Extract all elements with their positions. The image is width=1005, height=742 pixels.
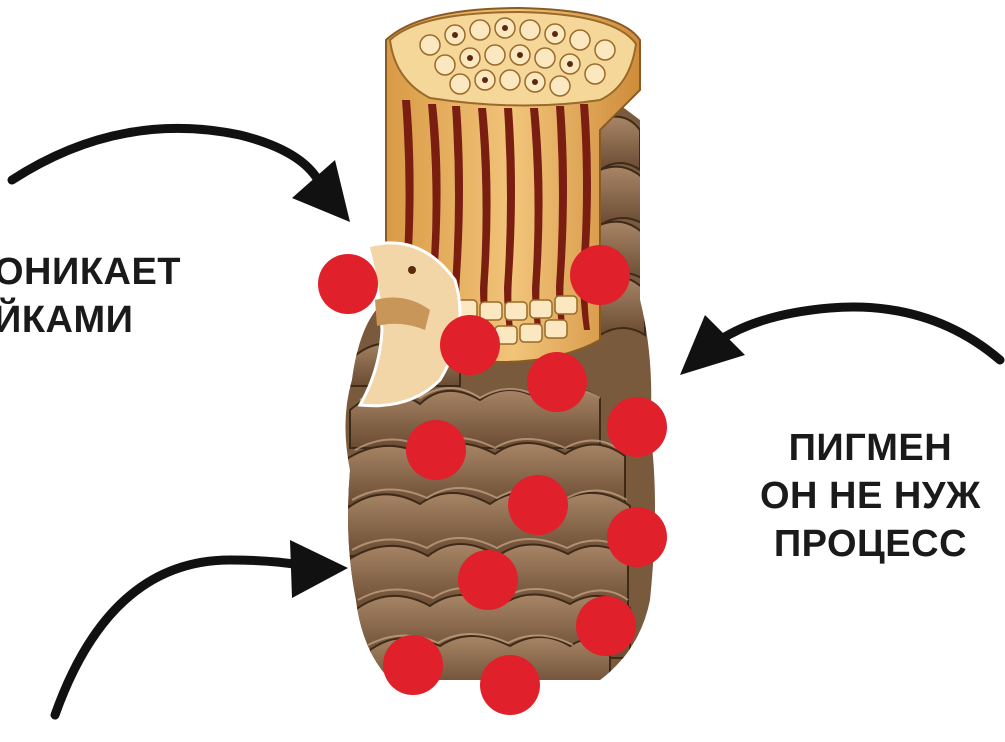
pigment-dot: [570, 245, 630, 305]
arrow-right: [680, 307, 1000, 375]
caption-right-line-3: ПРОЦЕСС: [760, 520, 981, 568]
pigment-dot: [318, 254, 378, 314]
pigment-dot: [440, 315, 500, 375]
pigment-dot: [576, 596, 636, 656]
arrow-bottom-left: [55, 540, 348, 715]
pigment-dot: [508, 475, 568, 535]
caption-left: ОНИКАЕТ ЙКАМИ: [0, 248, 181, 344]
pigment-dot: [480, 655, 540, 715]
caption-right-line-2: ОН НЕ НУЖ: [760, 472, 981, 520]
pigment-dot: [607, 397, 667, 457]
pigment-dot: [527, 352, 587, 412]
pigment-dot: [406, 420, 466, 480]
caption-right-line-1: ПИГМЕН: [760, 424, 981, 472]
pigment-dot: [383, 635, 443, 695]
arrow-top-left: [12, 128, 350, 222]
caption-left-line-1: ОНИКАЕТ: [0, 248, 181, 296]
caption-right: ПИГМЕН ОН НЕ НУЖ ПРОЦЕСС: [760, 424, 981, 568]
pigment-dot: [607, 507, 667, 567]
pigment-dot: [458, 550, 518, 610]
caption-left-line-2: ЙКАМИ: [0, 296, 181, 344]
